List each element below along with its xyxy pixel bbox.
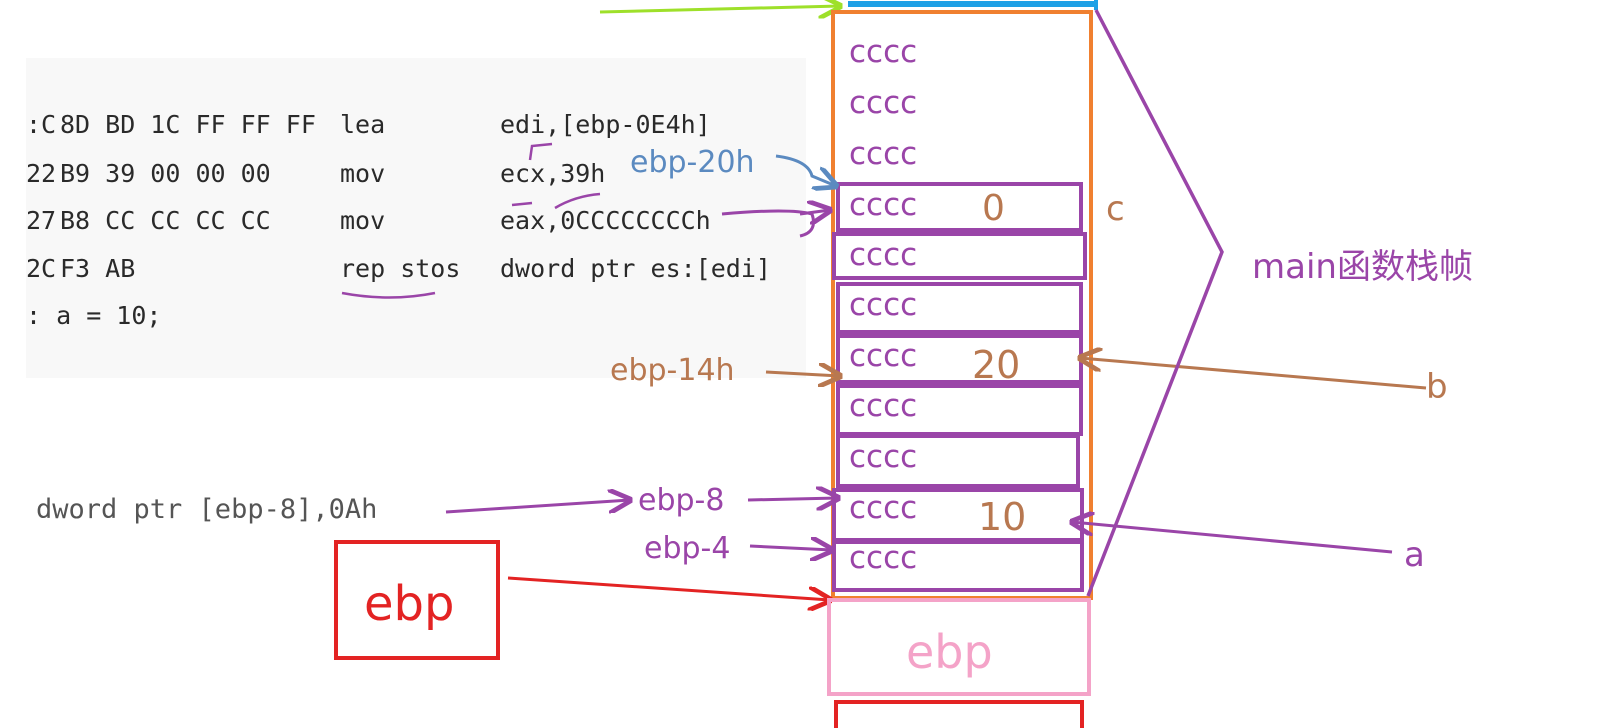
- var-label-b: b: [1426, 367, 1448, 407]
- code-line-3-addr: 27: [26, 206, 56, 235]
- arrow-ebp-4: [749, 546, 832, 550]
- code-annotations: [341, 142, 601, 299]
- cell-text-6: cccc: [849, 287, 917, 323]
- var-label-a: a: [1404, 535, 1425, 575]
- cell-text-9: cccc: [849, 439, 917, 475]
- cell-box-c: [836, 182, 1083, 232]
- saved-ebp-label: ebp: [906, 625, 993, 679]
- code-line-1-bytes: 8D BD 1C FF FF FF: [60, 110, 316, 139]
- code-line-1-addr: :C: [26, 110, 56, 139]
- arrow-ebp-20h: [775, 154, 836, 186]
- code-line-4-op: rep stos: [340, 254, 460, 283]
- arrow-a-to-cell: [1072, 522, 1393, 554]
- cell-text-2: cccc: [849, 85, 917, 121]
- cell-box-6: [836, 282, 1083, 334]
- code-line-3-bytes: B8 CC CC CC CC: [60, 206, 271, 235]
- arrow-instruction-to-ebp-8: [445, 500, 630, 514]
- ebp-register-box: [334, 540, 500, 660]
- offset-label-ebp-14h: ebp-14h: [610, 353, 735, 388]
- code-line-1-op: lea: [340, 110, 385, 139]
- code-listing: :C 8D BD 1C FF FF FF lea edi,[ebp-0E4h] …: [26, 110, 771, 330]
- cell-text-1: cccc: [849, 34, 917, 70]
- cell-text-10: cccc: [849, 490, 917, 526]
- cell-boxes: [832, 182, 1087, 592]
- cell-text-7: cccc: [849, 338, 917, 374]
- arrow-b-to-cell: [1080, 358, 1427, 390]
- offset-label-ebp-4: ebp-4: [644, 531, 730, 566]
- code-line-1-arg: edi,[ebp-0E4h]: [500, 110, 711, 139]
- arrow-eax-head: [799, 210, 830, 214]
- code-line-2-op: mov: [340, 159, 385, 188]
- ecx-mark: [554, 192, 601, 210]
- instruction-fragment: dword ptr [ebp-8],0Ah: [36, 494, 377, 525]
- arrow-ebp-register: [507, 576, 830, 600]
- source-line: : a = 10;: [26, 301, 161, 330]
- cell-value-b: 20: [972, 343, 1020, 387]
- cell-text-5: cccc: [849, 237, 917, 273]
- cell-value-a: 10: [978, 495, 1026, 539]
- arrow-ebp-14h: [765, 372, 840, 376]
- code-panel-background: [26, 58, 806, 378]
- arrow-ebp-8: [747, 498, 838, 500]
- cell-text-3: cccc: [849, 136, 917, 172]
- code-line-2-arg: ecx,39h: [500, 159, 605, 188]
- offset-label-ebp-20h: ebp-20h: [630, 145, 755, 180]
- code-line-3-arg: eax,0CCCCCCCCh: [500, 206, 711, 235]
- cell-box-9: [836, 434, 1080, 488]
- code-line-2-addr: 22: [26, 159, 56, 188]
- cell-text-11: cccc: [849, 540, 917, 576]
- offset-label-ebp-8: ebp-8: [638, 483, 724, 518]
- frame-label: main函数栈帧: [1252, 247, 1473, 287]
- next-frame-edge: [834, 700, 1084, 728]
- code-line-3-op: mov: [340, 206, 385, 235]
- code-line-2-bytes: B9 39 00 00 00: [60, 159, 271, 188]
- lea-mark: [528, 142, 553, 161]
- code-line-4-arg: dword ptr es:[edi]: [500, 254, 771, 283]
- cell-text-8: cccc: [849, 388, 917, 424]
- cell-text-4: cccc: [849, 187, 917, 223]
- frame-brace: [1086, 9, 1224, 597]
- cell-box-11: [832, 540, 1084, 592]
- cell-box-5: [832, 232, 1087, 280]
- rep-stos-underline: [341, 291, 436, 299]
- ebp-register-label: ebp: [364, 576, 454, 632]
- top-green-arrow: [599, 6, 840, 12]
- stack-cells: cccc cccc cccc cccc cccc cccc cccc cccc …: [849, 34, 917, 576]
- saved-ebp-cell: [827, 598, 1091, 696]
- var-label-c: c: [1106, 189, 1125, 229]
- code-line-4-bytes: F3 AB: [60, 254, 135, 283]
- ecx-underline: [511, 201, 533, 207]
- code-line-4-addr: 2C: [26, 254, 56, 283]
- cell-value-c: 0: [982, 188, 1005, 229]
